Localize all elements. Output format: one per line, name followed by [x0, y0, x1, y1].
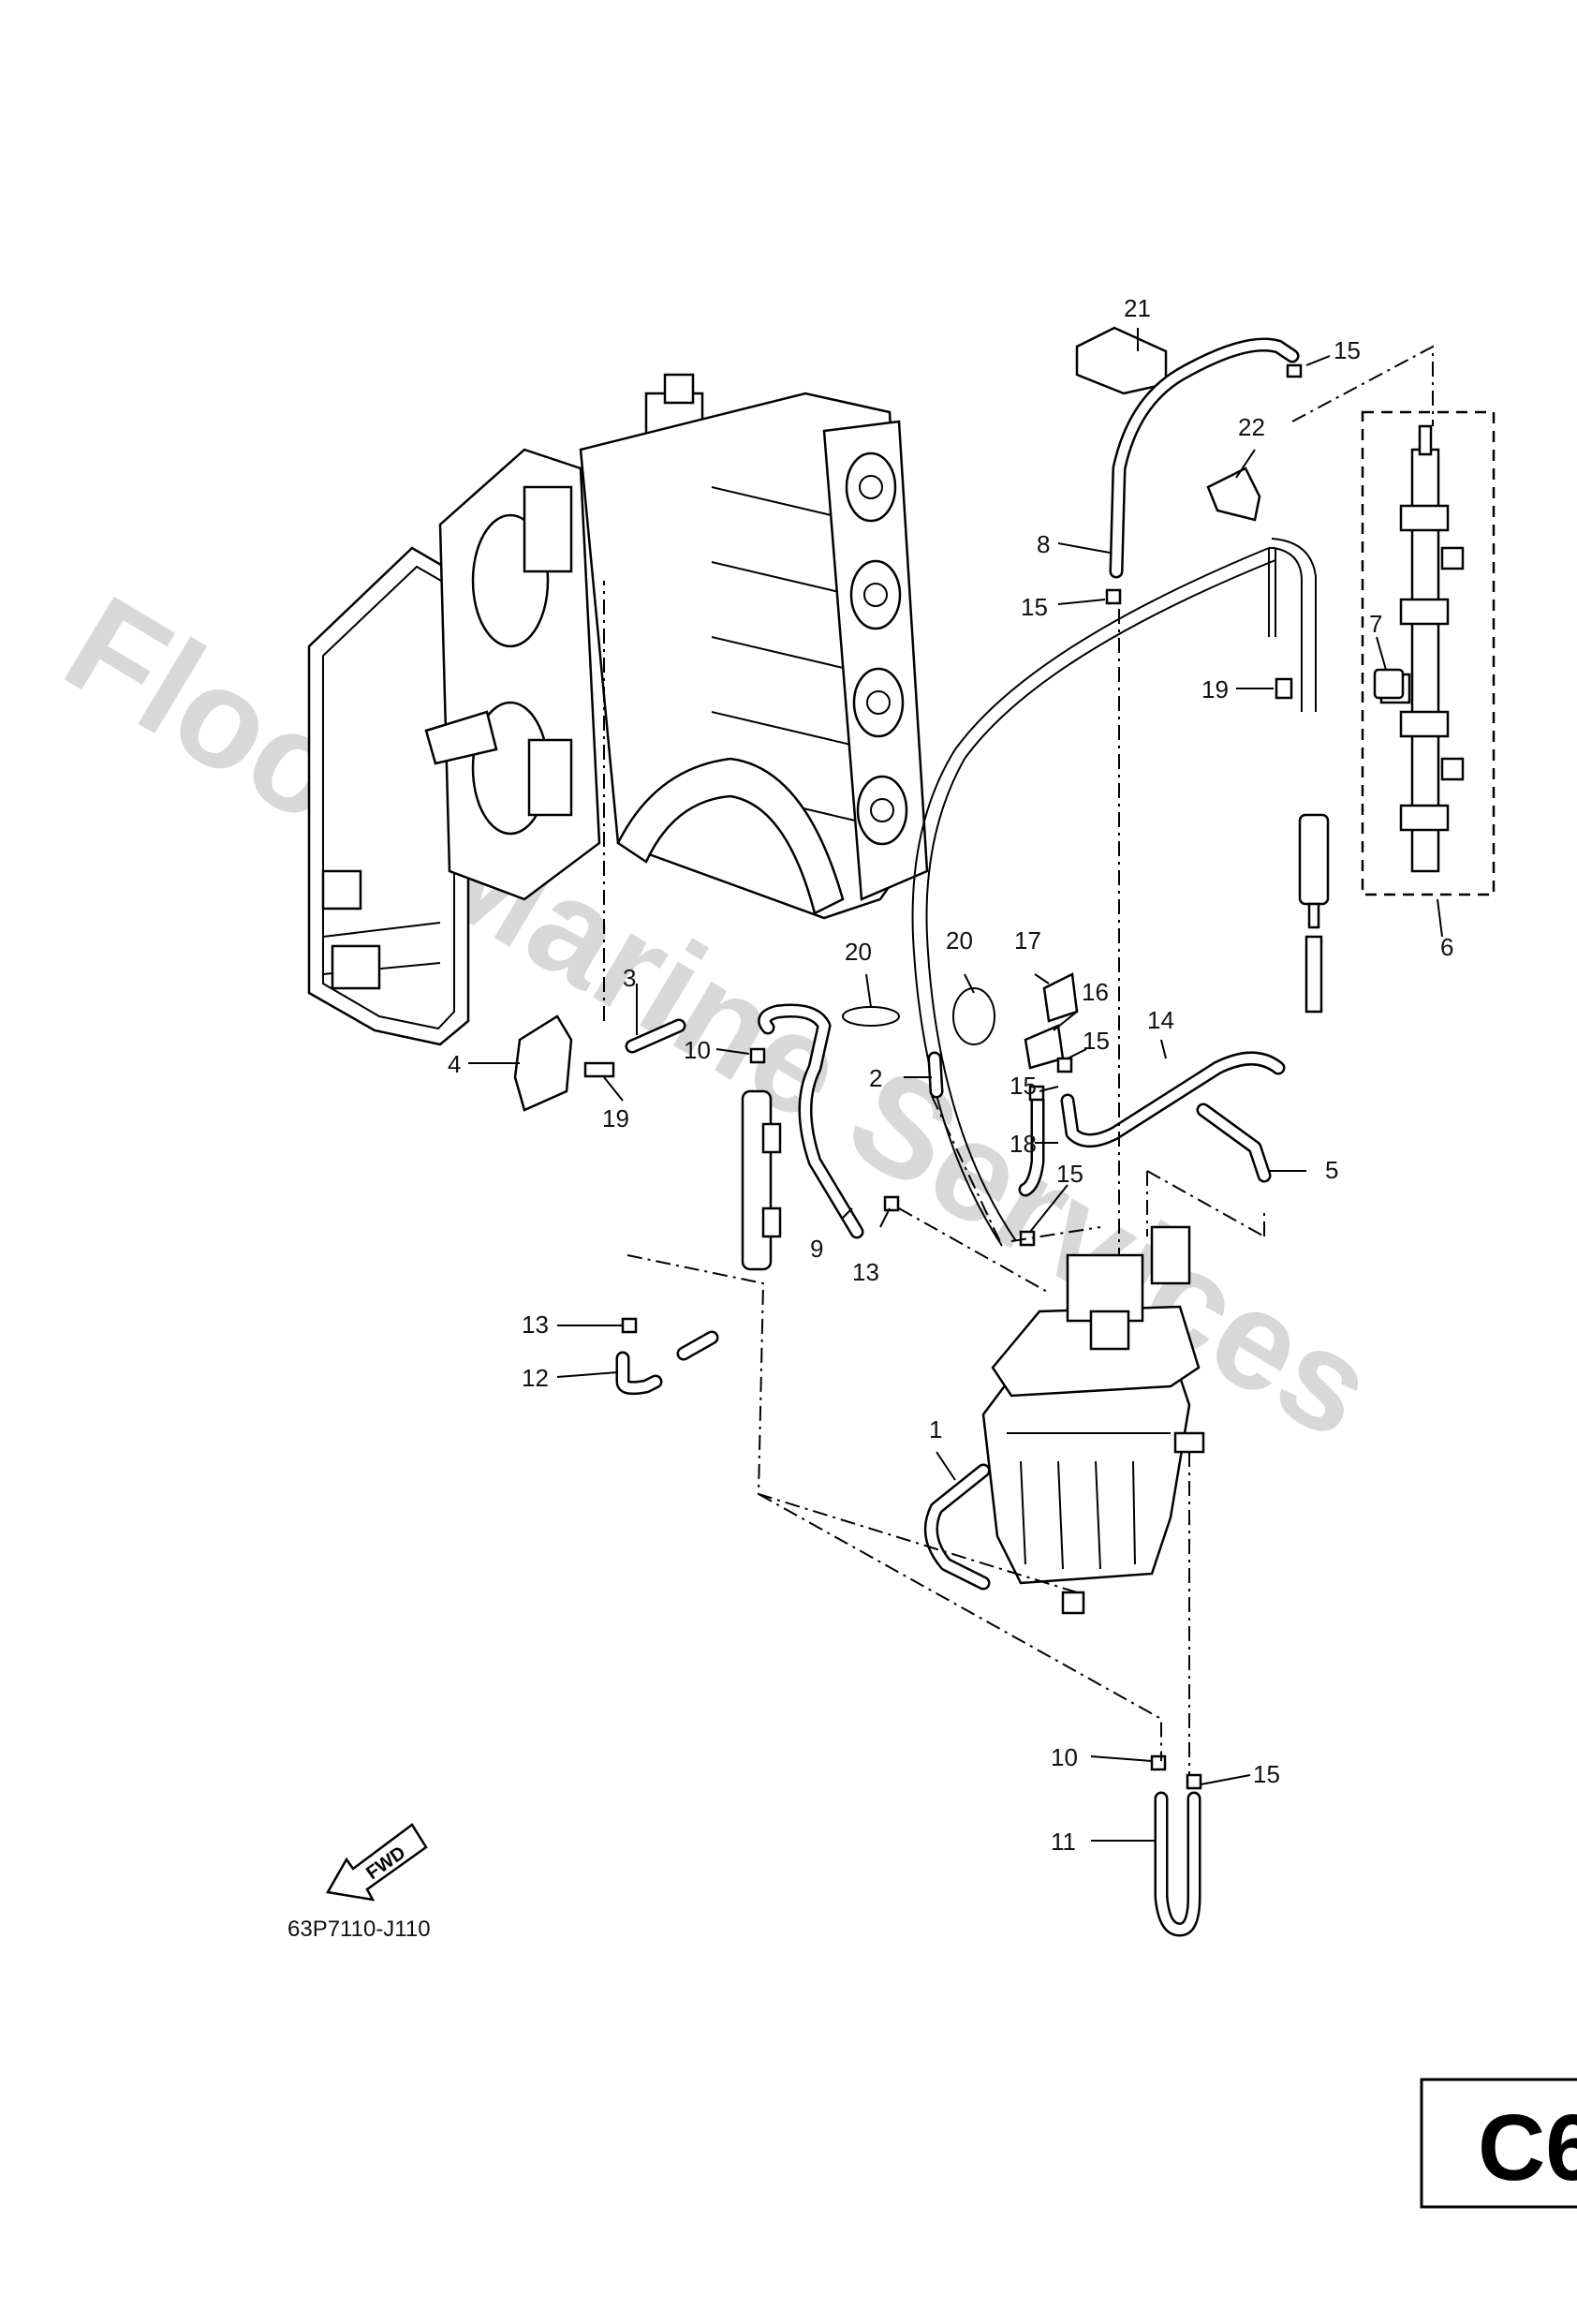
- callout-21: 21: [1124, 294, 1151, 322]
- callout-16: 16: [1082, 978, 1109, 1006]
- part-4-elbow: [513, 1014, 573, 1112]
- part-10-canister: [741, 1089, 782, 1271]
- callout-20: 20: [845, 938, 872, 966]
- part-19-fitting-left: [583, 1061, 615, 1078]
- callout-labels: 21 15 22 8 15 19 7 6 3 4 19 10 20 20 17 …: [448, 294, 1453, 1856]
- callout-15: 15: [1010, 1072, 1037, 1100]
- page-label: C6: [1478, 2095, 1577, 2200]
- part-22-clamp: [1206, 466, 1261, 522]
- callout-13: 13: [852, 1258, 879, 1286]
- callout-8: 8: [1037, 530, 1050, 558]
- clips: [621, 363, 1303, 1790]
- callout-17: 17: [1014, 926, 1041, 955]
- callout-15: 15: [1056, 1160, 1083, 1188]
- hoses: [625, 337, 1317, 1937]
- callout-15: 15: [1334, 336, 1361, 364]
- callout-19: 19: [602, 1104, 629, 1132]
- part-17-cap: [1042, 972, 1079, 1023]
- callout-13: 13: [522, 1310, 549, 1339]
- callout-7: 7: [1369, 610, 1382, 638]
- callout-1: 1: [929, 1415, 942, 1443]
- page-label-box: C6: [1420, 2078, 1577, 2209]
- vapor-separator: [981, 1225, 1205, 1615]
- callout-15: 15: [1021, 593, 1048, 621]
- fuel-rail-assembly: [1361, 410, 1496, 896]
- callout-12: 12: [522, 1364, 549, 1392]
- routing-lines: [603, 345, 1434, 1775]
- callout-9: 9: [810, 1235, 823, 1263]
- callout-11: 11: [1051, 1828, 1076, 1856]
- callout-3: 3: [623, 964, 636, 992]
- diagram-code: 63P7110-J110: [287, 1917, 431, 1942]
- callout-10: 10: [684, 1036, 711, 1064]
- callout-10: 10: [1051, 1743, 1078, 1771]
- callout-14: 14: [1147, 1006, 1174, 1034]
- part-21-clamp: [1075, 326, 1168, 395]
- intake-manifold: [307, 373, 929, 1046]
- callout-20: 20: [946, 926, 973, 955]
- leader-lines: [468, 328, 1443, 1842]
- callout-18: 18: [1010, 1130, 1037, 1158]
- callout-2: 2: [869, 1064, 882, 1092]
- callout-5: 5: [1325, 1156, 1338, 1184]
- callout-6: 6: [1440, 933, 1453, 961]
- part-7-regulator: [1373, 668, 1405, 700]
- callout-22: 22: [1238, 413, 1265, 441]
- callout-19: 19: [1201, 675, 1229, 703]
- callout-15: 15: [1253, 1760, 1280, 1788]
- fwd-arrow-icon: FWD: [326, 1823, 428, 1902]
- callout-15: 15: [1083, 1027, 1110, 1055]
- part-19-filter: [1275, 677, 1330, 1014]
- part-20-clamp-b: [952, 987, 995, 1045]
- callout-4: 4: [448, 1050, 461, 1078]
